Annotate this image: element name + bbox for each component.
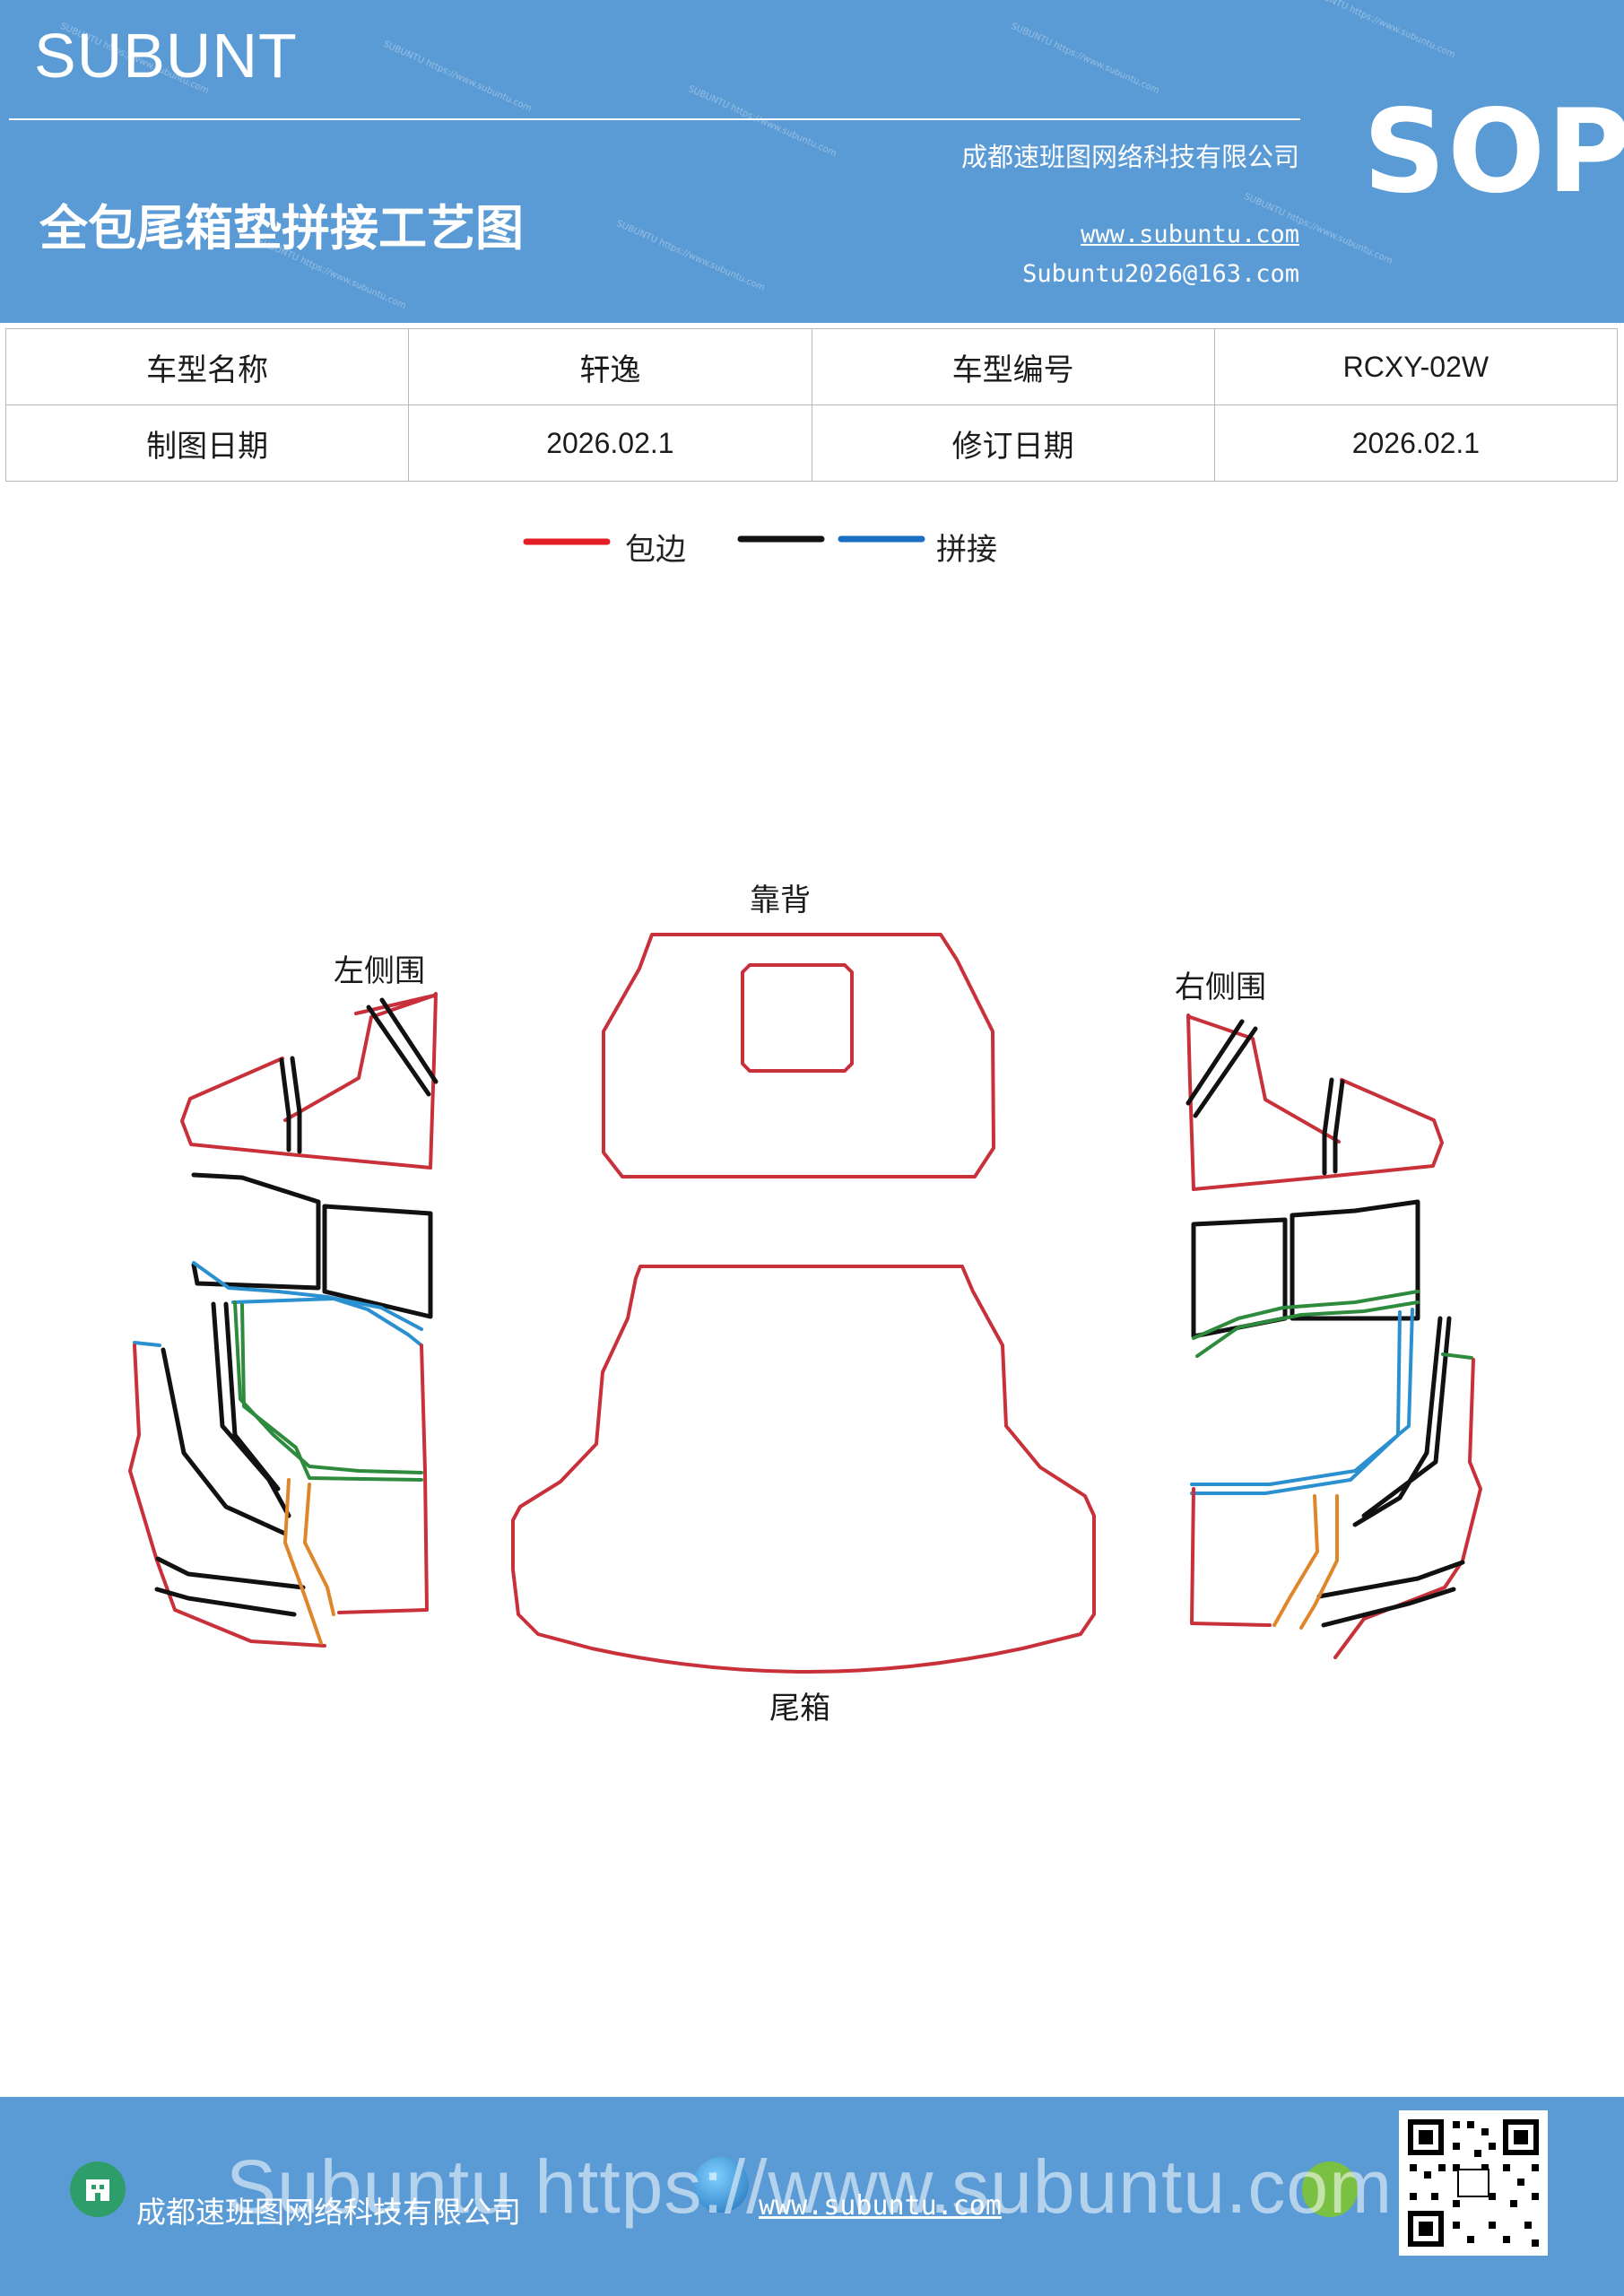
right-side-panel bbox=[1185, 1013, 1482, 1659]
right-side-label: 右侧围 bbox=[1175, 970, 1266, 1005]
revision-date-value: 2026.02.1 bbox=[1213, 404, 1619, 482]
footer-watermark-text: Subuntu https://www.subuntu.com bbox=[226, 2144, 1394, 2229]
model-code-label: 车型编号 bbox=[811, 328, 1215, 405]
footer-company-name: 成都速班图网络科技有限公司 bbox=[136, 2195, 521, 2230]
backrest-label: 靠背 bbox=[750, 883, 811, 918]
draw-date-value: 2026.02.1 bbox=[408, 404, 812, 482]
trunk-outline bbox=[511, 1265, 1096, 1674]
qr-code[interactable] bbox=[1399, 2110, 1548, 2256]
header-divider bbox=[9, 118, 1300, 120]
table-row: 制图日期 2026.02.1 修订日期 2026.02.1 bbox=[4, 404, 1619, 482]
model-name-label: 车型名称 bbox=[4, 328, 410, 405]
legend-splice-label: 拼接 bbox=[936, 532, 997, 568]
building-icon bbox=[70, 2161, 126, 2217]
legend-edge-label: 包边 bbox=[625, 532, 686, 568]
left-side-panel bbox=[128, 992, 439, 1648]
revision-date-label: 修订日期 bbox=[811, 404, 1215, 482]
backrest-outline bbox=[602, 933, 995, 1178]
footer-website-link[interactable]: www.subuntu.com bbox=[759, 2190, 1002, 2222]
email-address: Subuntu2026@163.com bbox=[1022, 260, 1299, 288]
left-side-label: 左侧围 bbox=[334, 953, 425, 989]
model-code-value: RCXY-02W bbox=[1213, 328, 1619, 405]
website-link[interactable]: www.subuntu.com bbox=[1081, 221, 1299, 248]
sop-badge: SOP bbox=[1363, 85, 1624, 219]
model-name-value: 轩逸 bbox=[408, 328, 812, 405]
draw-date-label: 制图日期 bbox=[4, 404, 410, 482]
wechat-icon bbox=[1302, 2161, 1358, 2217]
backrest-opening bbox=[741, 963, 854, 1073]
vehicle-info-table: 车型名称 轩逸 车型编号 RCXY-02W 制图日期 2026.02.1 修订日… bbox=[4, 328, 1619, 482]
page-title: 全包尾箱垫拼接工艺图 bbox=[39, 199, 524, 257]
brand-name: SUBUNT bbox=[34, 21, 298, 91]
table-row: 车型名称 轩逸 车型编号 RCXY-02W bbox=[4, 328, 1619, 405]
company-name: 成都速班图网络科技有限公司 bbox=[960, 142, 1299, 172]
header-banner bbox=[0, 0, 1624, 323]
globe-icon bbox=[693, 2157, 749, 2213]
trunk-label: 尾箱 bbox=[769, 1691, 830, 1726]
